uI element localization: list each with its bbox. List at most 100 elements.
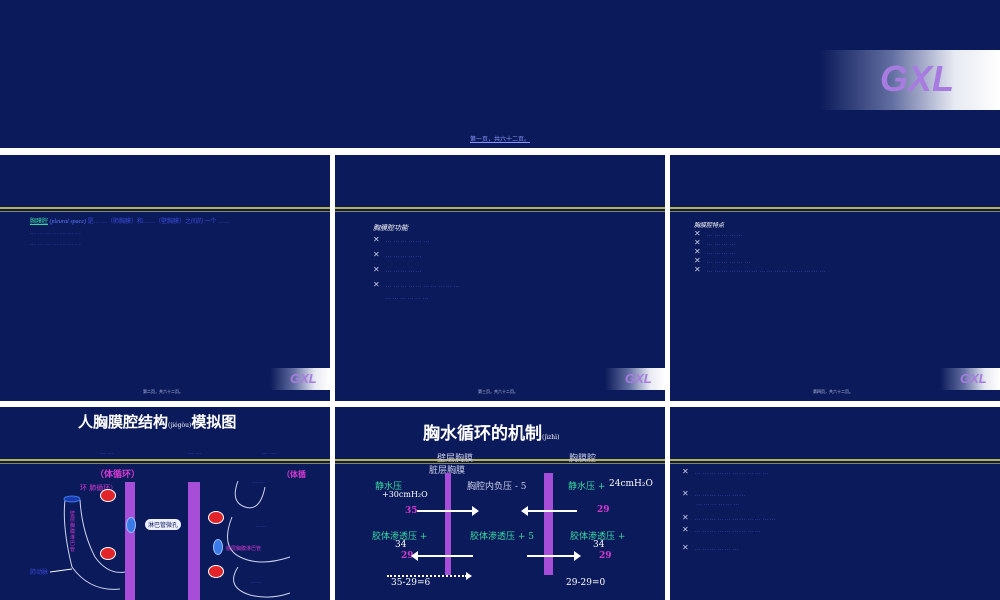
- right-arrow: [527, 551, 581, 561]
- bullet-item: ✕… … … … … …: [373, 235, 430, 244]
- rule-line: [335, 211, 665, 212]
- bullet-item: ✕… … … … …: [694, 229, 743, 238]
- colloid-left-value: 34: [395, 540, 407, 550]
- rule-line: [0, 463, 330, 464]
- value-35: 35: [405, 506, 418, 516]
- slide-5-thumbnail[interactable]: 人胸膜腔结构(jiégòu)模拟图 … … … … … … （体循环） 环 肺循…: [0, 407, 330, 600]
- value-29-left: 29: [401, 551, 414, 561]
- right-membrane-bar: [544, 473, 553, 575]
- body-line-1: 是… …（肺胸膜）和……（壁胸膜）之间的 一个 ……: [87, 219, 231, 225]
- left-membrane-bar: [445, 473, 451, 575]
- hydrostatic-right-value: 24cmH₂O: [609, 479, 653, 489]
- bullet-item: ✕… … … … … … … … … … …: [682, 513, 776, 522]
- right-label: ……: [250, 579, 262, 585]
- bullet-item: ✕… … … … … … … … … …: [373, 280, 460, 289]
- rule-line: [0, 459, 330, 461]
- x-bullet-icon: ✕: [682, 543, 689, 552]
- x-bullet-icon: ✕: [373, 250, 380, 259]
- x-bullet-icon: ✕: [694, 265, 701, 274]
- left-arrow: [521, 506, 577, 516]
- bullet-item: ✕… … … … …: [373, 265, 422, 274]
- slide-2-thumbnail[interactable]: 胸膜腔 (pleural space) 是… …（肺胸膜）和……（壁胸膜）之间的…: [0, 155, 330, 401]
- header-label: … …: [188, 449, 202, 456]
- x-bullet-icon: ✕: [682, 467, 689, 476]
- slide-1-thumbnail[interactable]: GXL 第一页，共六十二页。: [0, 0, 1000, 148]
- calc-right: 29-29=0: [566, 578, 606, 588]
- logo-band: [270, 368, 330, 390]
- bullet-item: ✕… … … … … … … … …: [682, 525, 761, 534]
- parietal-label: 壁层胸膜: [437, 454, 474, 464]
- visceral-lymph-oval: [213, 539, 223, 555]
- x-bullet-icon: ✕: [694, 247, 701, 256]
- slide-1-footer: 第一页，共六十二页。: [470, 137, 531, 143]
- rule-line: [335, 207, 665, 209]
- logo-band: [820, 50, 1000, 110]
- x-bullet-icon: ✕: [373, 235, 380, 244]
- hydrostatic-left-value: +30cmH₂O: [382, 490, 428, 499]
- parietal-pleura-bar: [125, 482, 135, 600]
- colloid-middle-label: 胶体渗透压 + 5: [470, 532, 534, 542]
- rule-line: [0, 207, 330, 209]
- red-cell-dot: [208, 511, 224, 524]
- net-flow-arrowhead-icon: [466, 572, 472, 580]
- vessel-outline: [63, 499, 121, 590]
- left-circulation-label-2: 环 肺循环）: [80, 484, 118, 492]
- term-cn: 胸膜腔: [30, 219, 49, 225]
- net-flow-arrow: [387, 575, 467, 577]
- rule-line: [335, 463, 665, 464]
- bullet-item: ✕… … … … … …: [682, 543, 739, 552]
- visceral-pleura-bar: [188, 482, 200, 600]
- left-circulation-label: （体循环）: [95, 470, 141, 480]
- slide-6-thumbnail[interactable]: 胸水循环的机制(jìzhì) 壁层胸膜 脏层胸膜 胸膜腔 静水压 +30cmH₂…: [335, 407, 665, 600]
- vessel-opening: [63, 495, 81, 503]
- colloid-left-label: 胶体渗透压 +: [372, 532, 428, 542]
- x-bullet-icon: ✕: [694, 256, 701, 265]
- slide-3-heading: 胸膜腔功能: [373, 224, 408, 232]
- x-bullet-icon: ✕: [373, 265, 380, 274]
- bullet-item: ✕… … … …: [694, 238, 736, 247]
- body-line-3: … … … … … … …: [30, 241, 81, 247]
- lung-outline: [234, 480, 266, 509]
- logo-gxl: GXL: [880, 58, 955, 99]
- pleura-diagram: [49, 480, 291, 598]
- logo-gxl: GXL: [960, 371, 987, 386]
- bullet-item: ✕… … … …: [694, 247, 736, 256]
- header-label: … …: [100, 449, 114, 456]
- right-label: ……: [252, 479, 264, 485]
- logo-gxl: GXL: [625, 371, 652, 386]
- x-bullet-icon: ✕: [682, 489, 689, 498]
- bullet-item: ✕… … … … … … … … … …: [682, 467, 769, 476]
- hydrostatic-right-label: 静水压 +: [568, 482, 606, 492]
- rule-line: [670, 459, 1000, 461]
- slide-3-thumbnail[interactable]: 胸膜腔功能 ✕… … … … … … ✕… … … … … ✕… … … … ……: [335, 155, 665, 401]
- bullet-item: … … … … … …: [385, 295, 429, 301]
- x-bullet-icon: ✕: [694, 238, 701, 247]
- lung-outline: [227, 516, 291, 563]
- left-arrow: [411, 551, 473, 561]
- visceral-lymph-label: 脏层胸膜淋巴管: [226, 546, 262, 552]
- vessel-outline: [79, 499, 126, 573]
- x-bullet-icon: ✕: [682, 525, 689, 534]
- right-label: ……: [255, 523, 267, 529]
- lung-outline: [233, 566, 291, 598]
- logo-gxl: GXL: [290, 371, 317, 386]
- bottom-left-label: 肺动脉: [30, 570, 49, 576]
- negative-pressure-label: 胸腔内负压 - 5: [467, 482, 527, 492]
- lymph-pore-label: 淋巴管微孔: [145, 519, 182, 530]
- slide-4-footer: 第四页，共六十二页。: [813, 389, 853, 394]
- bullet-item: ✕… … … … … … …: [682, 489, 746, 498]
- right-circulation-label: （体循: [282, 469, 306, 479]
- rule-line: [670, 207, 1000, 209]
- slide-7-thumbnail[interactable]: ✕… … … … … … … … … … ✕… … … … … … … … … …: [670, 407, 1000, 600]
- slide-4-thumbnail[interactable]: 胸膜腔特点 ✕… … … … … ✕… … … … ✕… … … … ✕… … …: [670, 155, 1000, 401]
- x-bullet-icon: ✕: [682, 513, 689, 522]
- pointer-line: [49, 568, 73, 573]
- body-line-2: … … … … … … …: [30, 230, 81, 236]
- rule-line: [0, 211, 330, 212]
- slide-4-heading: 胸膜腔特点: [694, 223, 725, 229]
- rule-line: [670, 463, 1000, 464]
- rule-line: [335, 459, 665, 461]
- bullet-item: ✕… … … … … …: [694, 256, 751, 265]
- header-label: … …: [262, 449, 276, 456]
- slide-6-title: 胸水循环的机制(jìzhì): [423, 424, 560, 444]
